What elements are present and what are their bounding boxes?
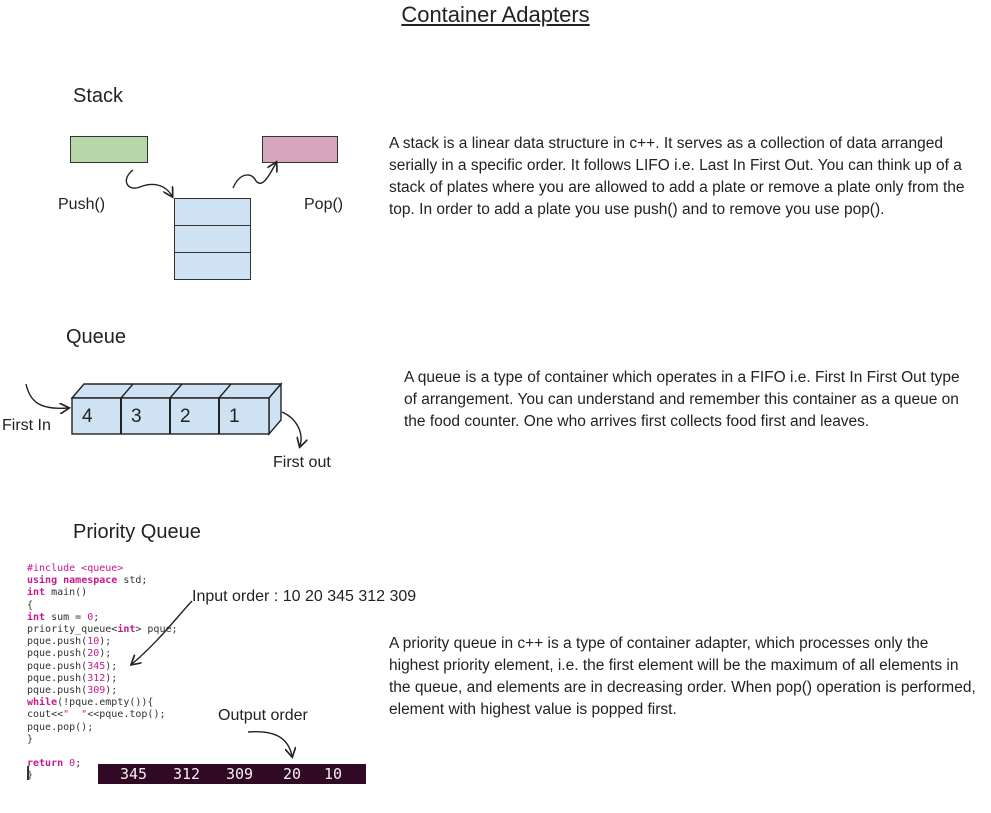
output-order-label: Output order [218,707,308,724]
pop-arrow [232,163,276,189]
queue-cell-2: 3 [131,406,142,427]
output-value: 309 [226,765,254,783]
push-label: Push() [58,196,106,213]
first-out-arrow [281,411,301,446]
stack-description: A stack is a linear data structure in c+… [389,135,965,218]
first-in-label: First In [2,417,51,434]
text-cursor [27,766,29,780]
queue-cell-4: 1 [229,406,240,427]
push-arrow [125,169,172,196]
pop-label: Pop() [304,196,344,213]
input-order-label: Input order : 10 20 345 312 309 [192,588,417,605]
output-value: 10 [324,765,343,783]
first-in-arrow [25,383,68,408]
priority-queue-description: A priority queue in c++ is a type of con… [389,635,976,718]
stack-heading: Stack [73,85,124,107]
code-snippet: #include <queue> using namespace std; in… [27,563,178,782]
first-out-label: First out [273,454,331,471]
output-order-arrow [247,730,292,756]
output-value: 20 [283,765,302,783]
pop-element-box [262,136,338,163]
queue-boxes [70,382,283,436]
priority-queue-heading: Priority Queue [73,521,201,543]
queue-cell-1: 4 [82,406,93,427]
stack-slot-bottom [174,252,251,280]
input-order-arrow [132,600,193,664]
push-element-box [70,136,148,163]
output-value: 312 [173,765,201,783]
output-value: 345 [120,765,148,783]
queue-heading: Queue [66,326,127,348]
stack-slot-top [174,198,251,226]
queue-description: A queue is a type of container which ope… [404,369,960,430]
terminal-output: 345 312 309 20 10 [98,764,366,784]
page-title: Container Adapters [401,2,590,27]
queue-cell-3: 2 [180,406,191,427]
